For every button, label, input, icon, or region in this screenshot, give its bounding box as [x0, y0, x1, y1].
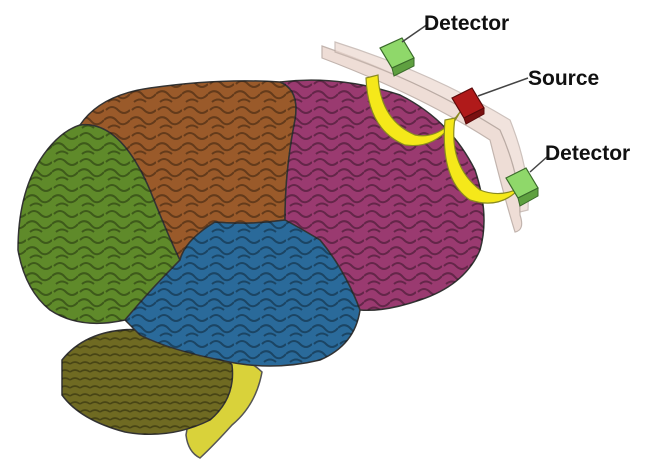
leader-source — [478, 78, 528, 96]
label-detector-top: Detector — [424, 13, 509, 34]
label-detector-right: Detector — [545, 143, 630, 164]
label-source: Source — [528, 68, 599, 89]
